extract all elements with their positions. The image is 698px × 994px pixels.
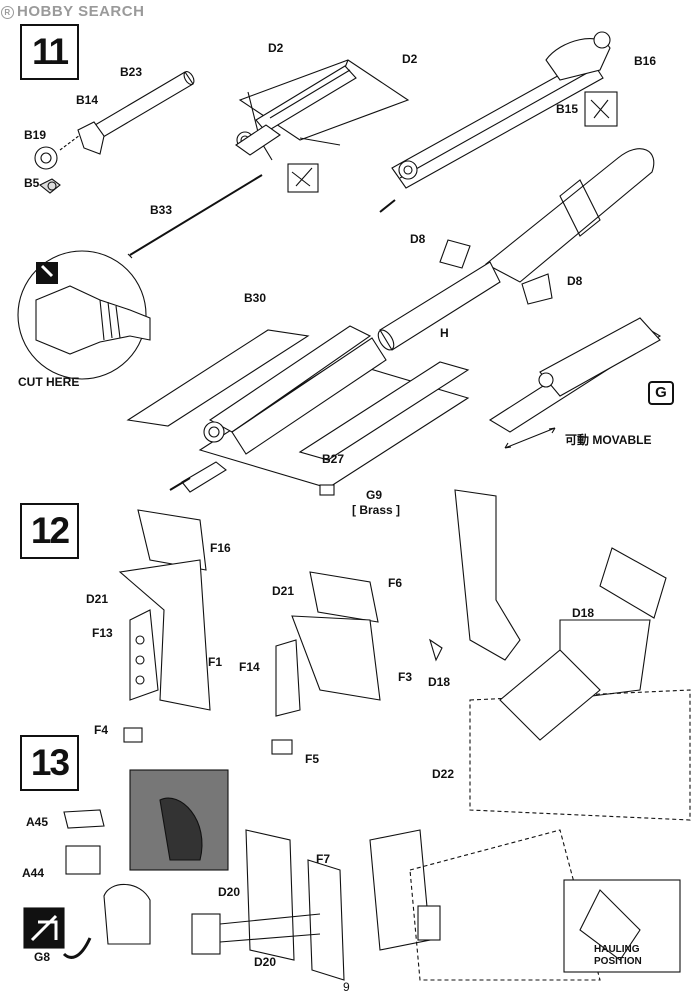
label-d8-right: D8 xyxy=(567,274,583,288)
label-b19: B19 xyxy=(24,128,47,142)
label-h: H xyxy=(440,326,449,340)
label-g8: G8 xyxy=(34,950,51,964)
label-g-tag: G xyxy=(648,381,674,405)
label-d20-bottom: D20 xyxy=(254,955,277,969)
label-f7: F7 xyxy=(316,852,331,866)
step-number-11: 11 xyxy=(20,24,79,80)
label-b30: B30 xyxy=(244,291,267,305)
label-b15: B15 xyxy=(556,102,579,116)
label-b14: B14 xyxy=(76,93,99,107)
label-f6: F6 xyxy=(388,576,403,590)
label-f1: F1 xyxy=(208,655,223,669)
step-number-12: 12 xyxy=(20,503,79,559)
label-d21-left: D21 xyxy=(86,592,109,606)
part-b23-tube xyxy=(89,71,195,141)
label-d2-left: D2 xyxy=(268,41,284,55)
label-d2-right: D2 xyxy=(402,52,418,66)
label-cut-here: CUT HERE xyxy=(18,375,80,389)
label-f5: F5 xyxy=(305,752,320,766)
label-movable: 可動 MOVABLE xyxy=(565,433,652,447)
step-number-13: 13 xyxy=(20,735,79,791)
label-a45: A45 xyxy=(26,815,49,829)
label-d18-left: D18 xyxy=(428,675,451,689)
label-f16: F16 xyxy=(210,541,231,555)
page-number: 9 xyxy=(343,980,350,994)
label-a44: A44 xyxy=(22,866,45,880)
label-d8-top: D8 xyxy=(410,232,426,246)
label-hauling-position: HAULING POSITION xyxy=(594,944,642,967)
label-b27: B27 xyxy=(322,452,345,466)
label-b5: B5 xyxy=(24,176,40,190)
label-f13: F13 xyxy=(92,626,113,640)
label-b16: B16 xyxy=(634,54,657,68)
label-d21-mid: D21 xyxy=(272,584,295,598)
label-brass: [ Brass ] xyxy=(352,503,401,517)
label-g9: G9 xyxy=(366,488,383,502)
label-d20-top: D20 xyxy=(218,885,241,899)
label-d22: D22 xyxy=(432,767,455,781)
label-b23: B23 xyxy=(120,65,143,79)
label-f4: F4 xyxy=(94,723,109,737)
label-b33: B33 xyxy=(150,203,173,217)
label-d18-right: D18 xyxy=(572,606,595,620)
label-f3: F3 xyxy=(398,670,413,684)
label-f14: F14 xyxy=(239,660,260,674)
